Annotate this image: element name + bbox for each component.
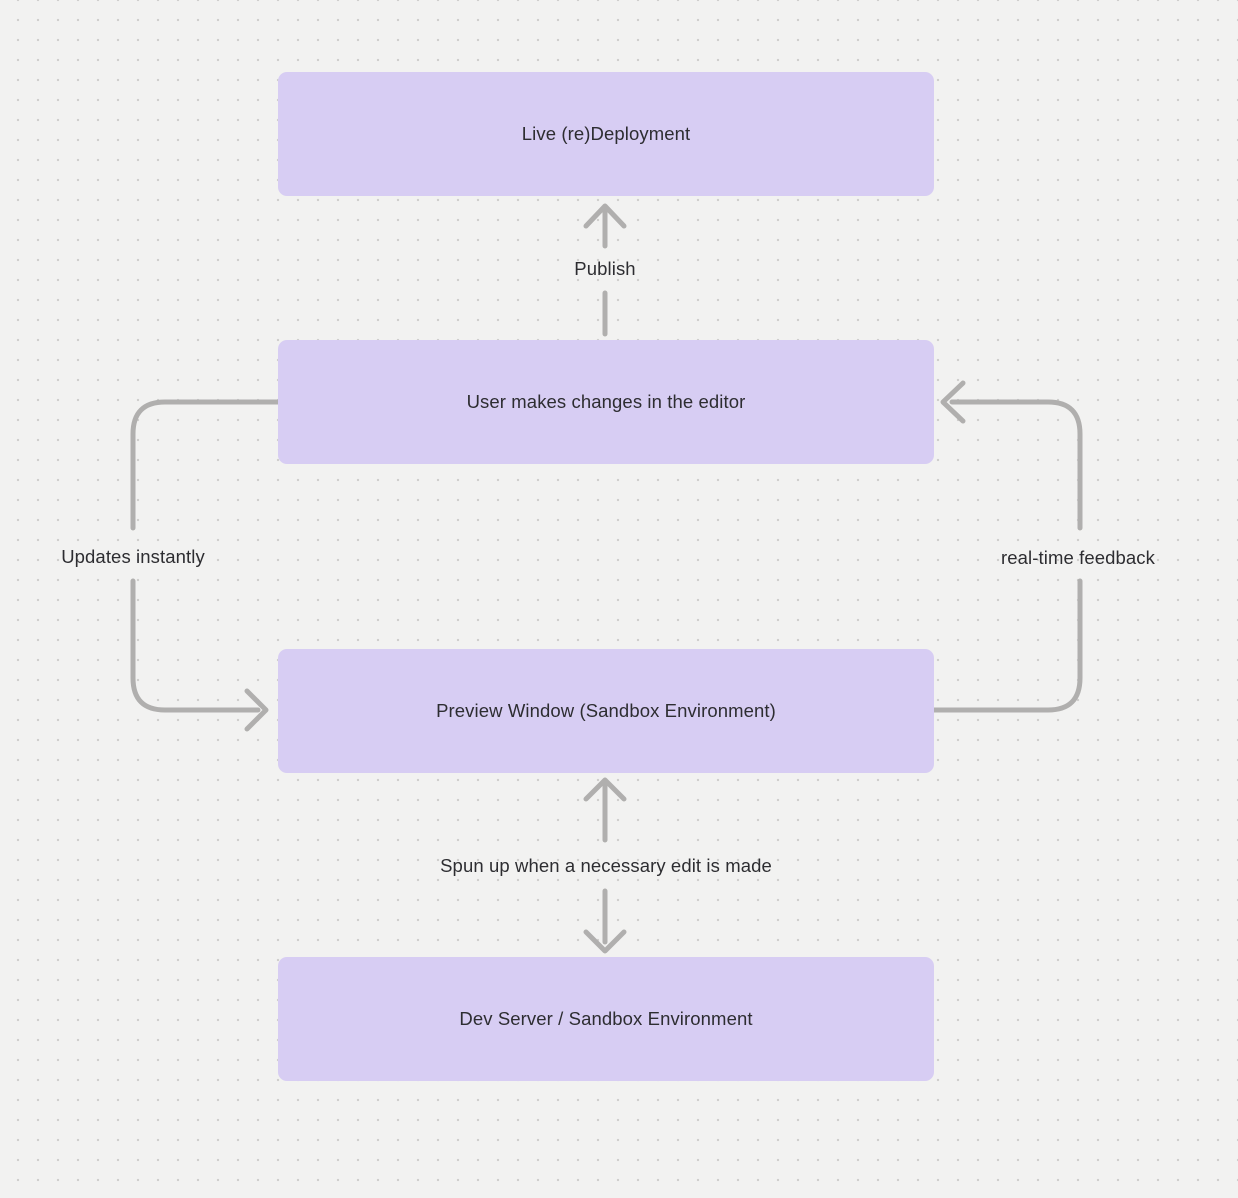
node-live-deployment: Live (re)Deployment bbox=[278, 72, 934, 196]
node-label: Dev Server / Sandbox Environment bbox=[459, 1008, 753, 1029]
node-preview-window: Preview Window (Sandbox Environment) bbox=[278, 649, 934, 773]
arrowhead-up-icon bbox=[583, 777, 627, 802]
edge-label-publish: Publish bbox=[574, 258, 636, 279]
edge-label-updates-instantly: Updates instantly bbox=[61, 546, 205, 567]
arrowhead-left-icon bbox=[940, 380, 966, 424]
arrowhead-right-icon bbox=[244, 688, 269, 732]
node-label: Live (re)Deployment bbox=[521, 123, 691, 144]
node-user-editor: User makes changes in the editor bbox=[278, 340, 934, 464]
node-label: Preview Window (Sandbox Environment) bbox=[436, 700, 776, 721]
node-label: User makes changes in the editor bbox=[466, 391, 746, 412]
arrowhead-down-icon bbox=[583, 929, 627, 954]
edge-label-spun-up: Spun up when a necessary edit is made bbox=[440, 855, 772, 876]
node-dev-server: Dev Server / Sandbox Environment bbox=[278, 957, 934, 1081]
edge-label-realtime-feedback: real-time feedback bbox=[1001, 547, 1155, 568]
arrowhead-up-icon bbox=[583, 203, 627, 229]
